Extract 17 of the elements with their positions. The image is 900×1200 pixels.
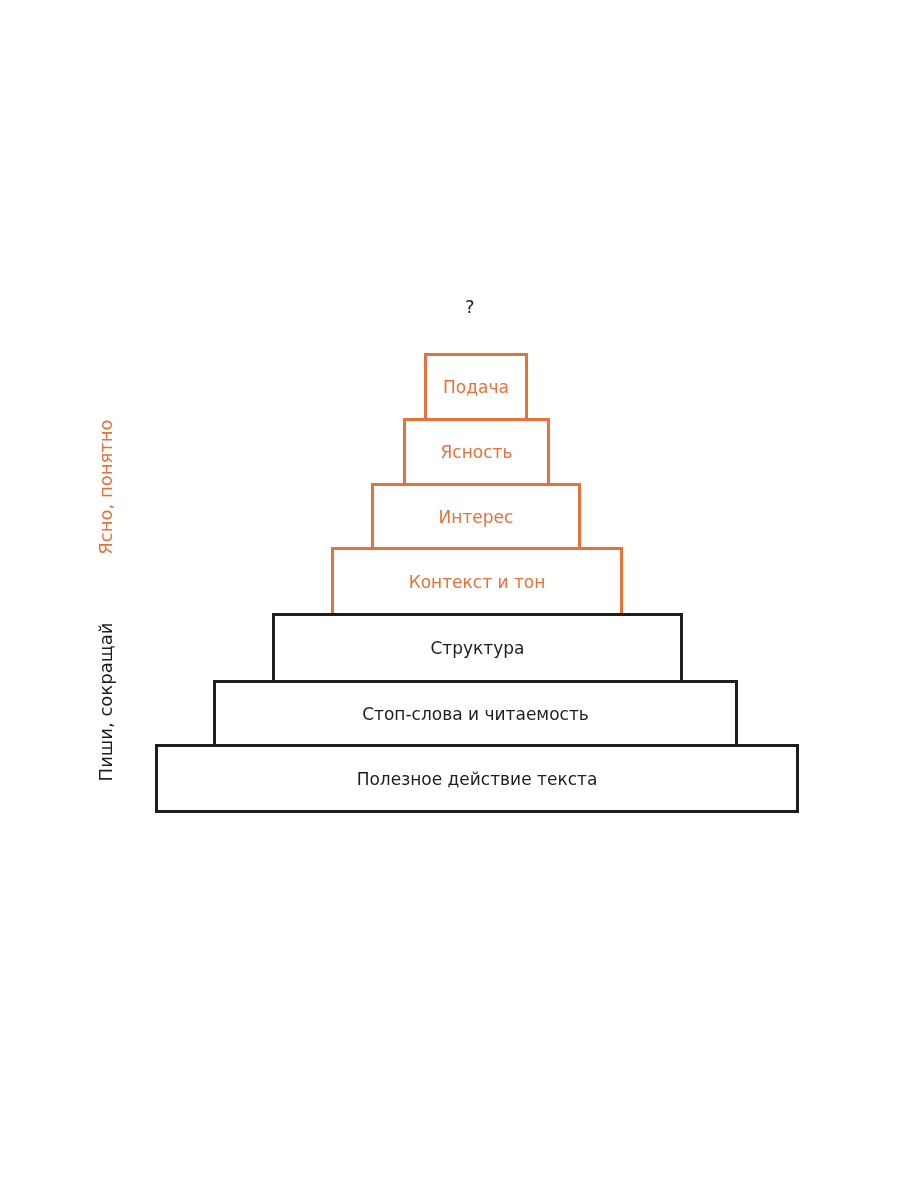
pyramid-step bbox=[371, 483, 581, 550]
side-label: Ясно, понятно bbox=[94, 419, 116, 555]
side-label: Пиши, сокращай bbox=[94, 622, 116, 782]
pyramid-step bbox=[272, 613, 683, 683]
step-label: Стоп-слова и читаемость bbox=[362, 703, 589, 724]
step-label: Полезное действие текста bbox=[356, 768, 598, 789]
pyramid-step bbox=[331, 547, 623, 616]
pyramid-step bbox=[213, 680, 738, 747]
step-label: Ясность bbox=[440, 442, 513, 462]
step-label: Интерес bbox=[438, 506, 514, 527]
step-label: Подача bbox=[443, 377, 509, 397]
pyramid-step bbox=[155, 744, 799, 813]
pyramid-step bbox=[424, 353, 528, 421]
pyramid-step bbox=[403, 418, 550, 486]
step-label: Контекст и тон bbox=[408, 571, 546, 592]
question-mark: ? bbox=[465, 296, 475, 317]
step-label: Структура bbox=[430, 638, 525, 658]
